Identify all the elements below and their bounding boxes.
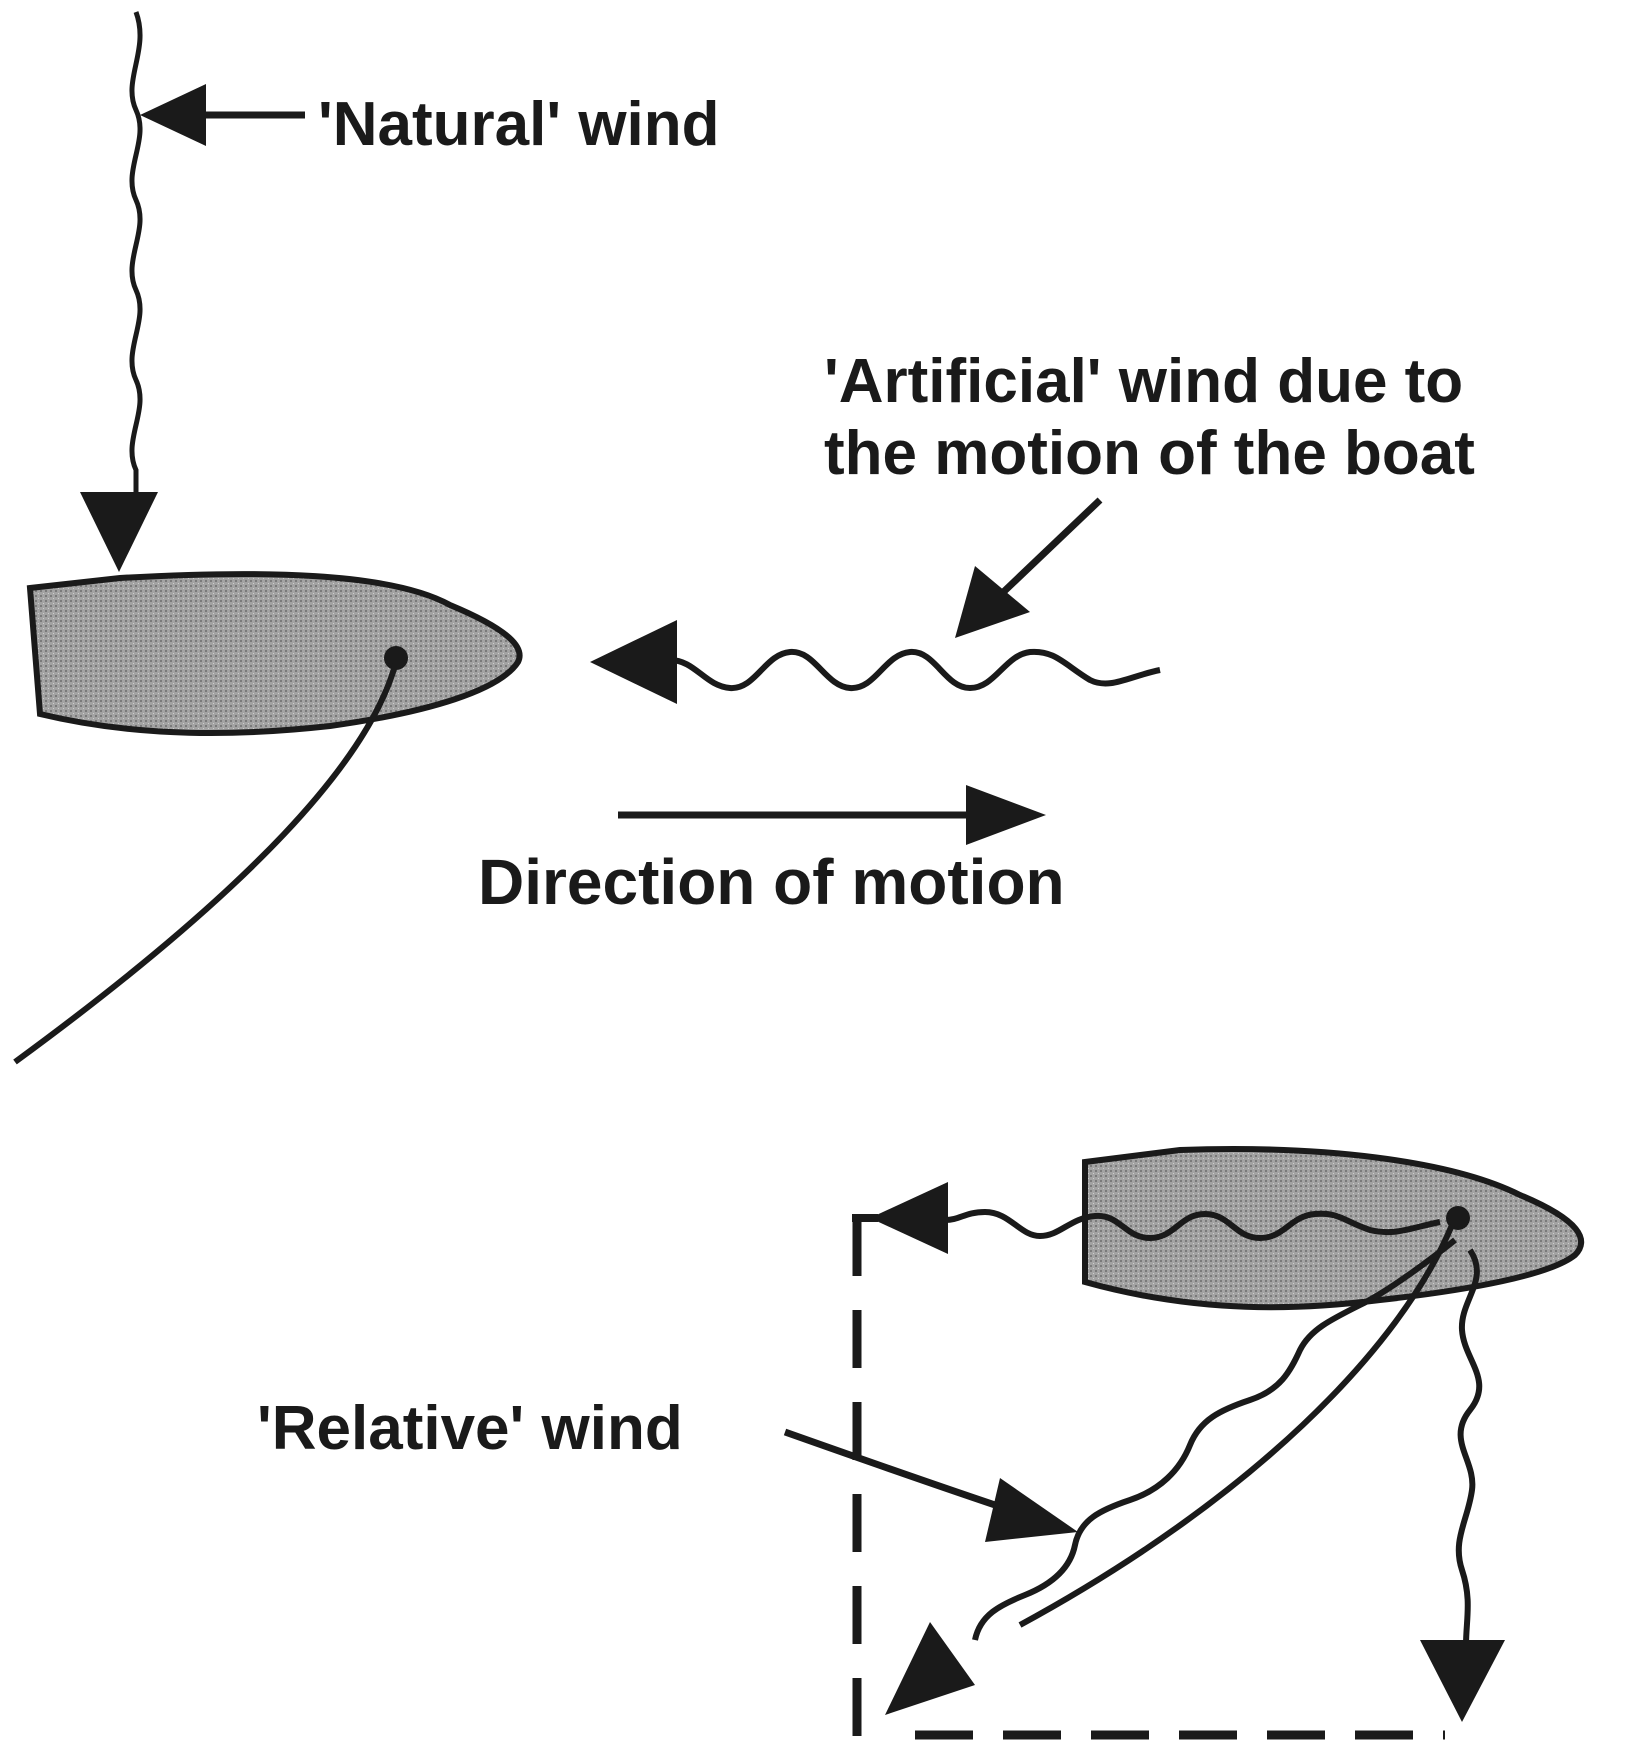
natural-wind-pointer-head	[140, 84, 206, 146]
artificial-wind-wave	[669, 648, 1161, 692]
artificial-wind-arrowhead	[590, 620, 677, 704]
sail-line-top	[13, 661, 399, 1065]
natural-wind-arrowhead	[80, 492, 158, 572]
relative-wind-pointer	[783, 1428, 1012, 1514]
mast-bottom	[1446, 1206, 1470, 1230]
relative-wind-wave	[972, 1237, 1457, 1641]
boat-hull-bottom	[1082, 1146, 1585, 1311]
artificial-wind-pointer	[992, 497, 1103, 603]
artificial-wind-label-line1: 'Artificial' wind due to	[824, 347, 1464, 416]
artificial-wind-label: 'Artificial' wind due to the motion of t…	[824, 346, 1475, 490]
direction-of-motion-label: Direction of motion	[478, 846, 1065, 918]
relative-wind-arrowhead	[885, 1622, 975, 1715]
artificial-wind-wave-bottom	[944, 1208, 1441, 1242]
artificial-wind-pointer-head	[955, 566, 1030, 638]
natural-wind-wave-bottom	[1455, 1248, 1483, 1646]
sail-line-bottom	[1018, 1223, 1455, 1628]
relative-wind-pointer-head	[985, 1478, 1078, 1542]
relative-wind-label: 'Relative' wind	[257, 1394, 683, 1463]
artificial-wind-label-line2: the motion of the boat	[824, 419, 1475, 488]
direction-of-motion-arrowhead	[966, 785, 1046, 845]
natural-wind-wave	[129, 11, 143, 505]
boat-hull-top	[26, 571, 523, 737]
natural-wind-arrowhead-bottom	[1420, 1640, 1505, 1722]
natural-wind-label: 'Natural' wind	[318, 90, 720, 159]
artificial-wind-arrowhead-bottom	[870, 1182, 948, 1254]
mast-top	[384, 646, 408, 670]
